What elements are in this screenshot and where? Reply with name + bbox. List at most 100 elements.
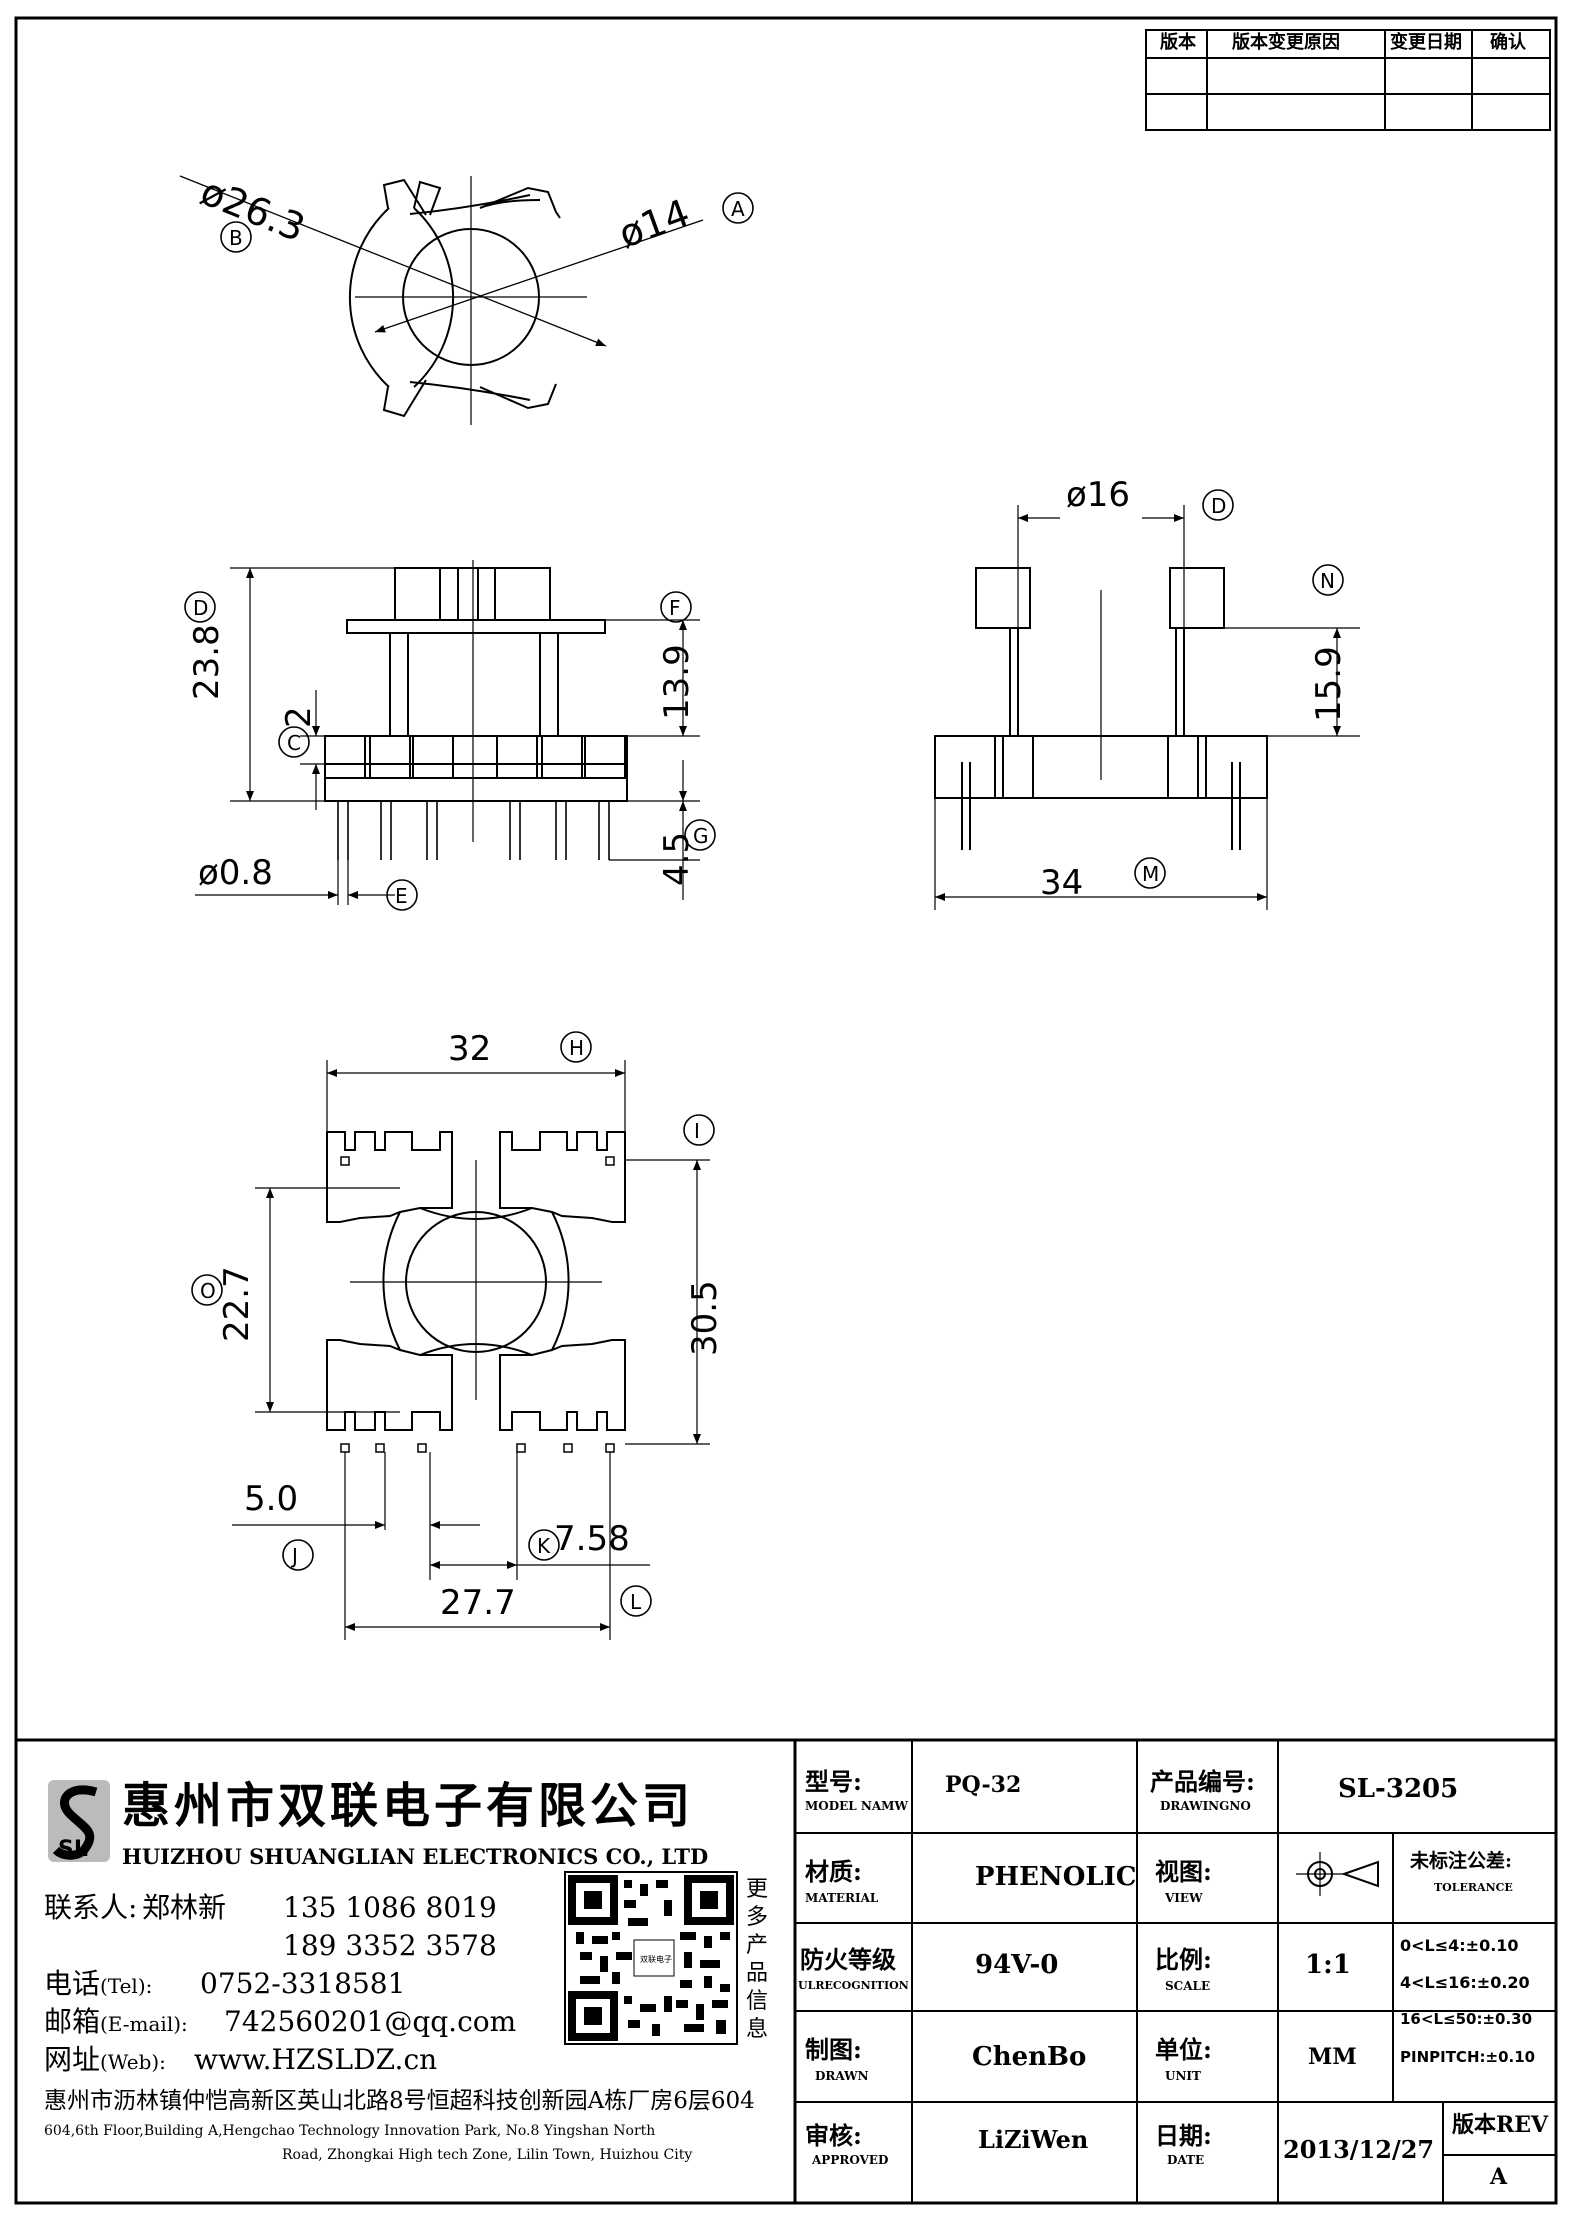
material-value: PHENOLIC (975, 1862, 1137, 1892)
scale-value: 1:1 (1305, 1950, 1351, 1980)
dim-length: 32 (448, 1029, 492, 1069)
web-label-en: (Web): (100, 2050, 166, 2074)
rev-value: A (1490, 2164, 1508, 2190)
web-label-cn: 网址 (44, 2043, 101, 2076)
tag-d-front: D (193, 596, 209, 620)
material-sub: MATERIAL (805, 1891, 879, 1905)
dim-base-thickness: 2 (279, 706, 319, 728)
dim-height: 23.8 (187, 624, 227, 700)
address-en-2: Road, Zhongkai High tech Zone, Lilin Tow… (282, 2147, 693, 2163)
rev-label: 版本REV (1452, 2112, 1549, 2138)
tag-d-side: D (1211, 494, 1227, 518)
tag-c: C (287, 731, 301, 755)
date-sub: DATE (1167, 2153, 1205, 2167)
tag-circles (184, 192, 1344, 1617)
company-name-cn: 惠州市双联电子有限公司 (122, 1778, 695, 1834)
tel-label-cn: 电话 (44, 1967, 101, 2000)
rev-header-confirm: 确认 (1490, 32, 1526, 53)
company-name-en: HUIZHOU SHUANGLIAN ELECTRONICS CO., LTD (122, 1844, 709, 1869)
rev-header-reason: 版本变更原因 (1232, 32, 1340, 53)
drawn-label: 制图: (805, 2035, 862, 2064)
tag-k: K (537, 1534, 551, 1558)
code-label: 产品编号: (1150, 1767, 1255, 1796)
rev-header-version: 版本 (1160, 32, 1196, 53)
phone-1: 135 1086 8019 (283, 1891, 497, 1924)
tolerance-1: 0<L≤4:±0.10 (1400, 1936, 1519, 1955)
address-cn: 惠州市沥林镇仲恺高新区英山北路8号恒超科技创新园A栋厂房6层604 (44, 2088, 755, 2114)
tag-n: N (1320, 569, 1335, 593)
tag-h: H (569, 1036, 585, 1060)
email-label-cn: 邮箱 (44, 2005, 101, 2038)
tag-f: F (669, 596, 681, 620)
date-label: 日期: (1155, 2121, 1212, 2150)
flame-sub: ULRECOGNITION (798, 1979, 909, 1992)
material-label: 材质: (805, 1857, 862, 1886)
tag-g: G (693, 824, 709, 848)
dim-pitch: 5.0 (244, 1479, 299, 1519)
model-label: 型号: (805, 1767, 862, 1796)
tag-b: B (229, 226, 243, 250)
drawn-sub: DRAWN (815, 2069, 869, 2083)
dim-flange-height: 13.9 (657, 644, 697, 720)
tag-o: O (200, 1279, 216, 1303)
qr-caption: 更多产品信息 (746, 1877, 769, 2042)
tel-label-en: (Tel): (100, 1974, 153, 1998)
dim-pin-length: 4.5 (657, 831, 697, 886)
phone-2: 189 3352 3578 (283, 1929, 497, 1962)
svg-text:SL: SL (58, 1837, 88, 1862)
tag-i: I (694, 1119, 700, 1143)
tolerance-3: 16<L≤50:±0.30 (1400, 2010, 1533, 2028)
bottom-view (232, 1060, 710, 1640)
tag-j: J (292, 1544, 298, 1568)
scale-label: 比例: (1155, 1945, 1212, 1974)
contact-label: 联系人: (44, 1891, 138, 1924)
side-view (934, 505, 1360, 910)
code-sub: DRAWINGNO (1160, 1799, 1251, 1813)
email-value: 742560201@qq.com (224, 2005, 517, 2038)
view-label: 视图: (1155, 1857, 1212, 1886)
dim-pin-span: 27.7 (440, 1583, 516, 1623)
dim-pin-dia: ø0.8 (198, 853, 273, 893)
drawn-value: ChenBo (972, 2042, 1087, 2072)
tolerance-sub: TOLERANCE (1434, 1881, 1513, 1894)
tolerance-4: PINPITCH:±0.10 (1400, 2048, 1536, 2066)
flame-value: 94V-0 (975, 1950, 1059, 1980)
unit-sub: UNIT (1165, 2069, 1201, 2083)
dim-span: 30.5 (685, 1280, 725, 1356)
dim-inner-width: 22.7 (217, 1266, 257, 1342)
svg-text:双联电子: 双联电子 (640, 1954, 672, 1964)
scale-sub: SCALE (1165, 1979, 1211, 1993)
model-value: PQ-32 (945, 1772, 1022, 1798)
unit-value: MM (1308, 2044, 1357, 2070)
email-label-en: (E-mail): (100, 2012, 188, 2036)
web-value: www.HZSLDZ.cn (194, 2043, 438, 2076)
tag-a: A (731, 197, 745, 221)
sheet-border (14, 16, 1558, 2205)
flame-label: 防火等级 (800, 1945, 896, 1974)
model-sub: MODEL NAMW (805, 1799, 908, 1813)
revision-table (1145, 29, 1551, 131)
approved-sub: APPROVED (812, 2153, 889, 2167)
view-sub: VIEW (1165, 1891, 1203, 1905)
address-en-1: 604,6th Floor,Building A,Hengchao Techno… (44, 2123, 656, 2139)
tag-e: E (395, 884, 408, 908)
top-view (179, 175, 704, 425)
approved-label: 审核: (805, 2121, 862, 2150)
dim-core-dia: ø16 (1066, 475, 1131, 515)
rev-header-date: 变更日期 (1390, 32, 1462, 53)
date-value: 2013/12/27 (1283, 2135, 1435, 2164)
tolerance-2: 4<L≤16:±0.20 (1400, 1973, 1530, 1992)
approved-value: LiZiWen (978, 2125, 1089, 2154)
code-value: SL-3205 (1338, 1774, 1459, 1804)
projection-symbol-icon (1296, 1852, 1379, 1896)
dim-gap: 7.58 (554, 1519, 630, 1559)
contact-name: 郑林新 (142, 1891, 227, 1924)
dim-width: 34 (1040, 863, 1084, 903)
tag-m: M (1142, 862, 1160, 886)
tag-l: L (630, 1590, 642, 1614)
unit-label: 单位: (1155, 2035, 1212, 2064)
qr-code: 双联电子 (564, 1871, 738, 2045)
tolerance-label: 未标注公差: (1410, 1850, 1513, 1872)
